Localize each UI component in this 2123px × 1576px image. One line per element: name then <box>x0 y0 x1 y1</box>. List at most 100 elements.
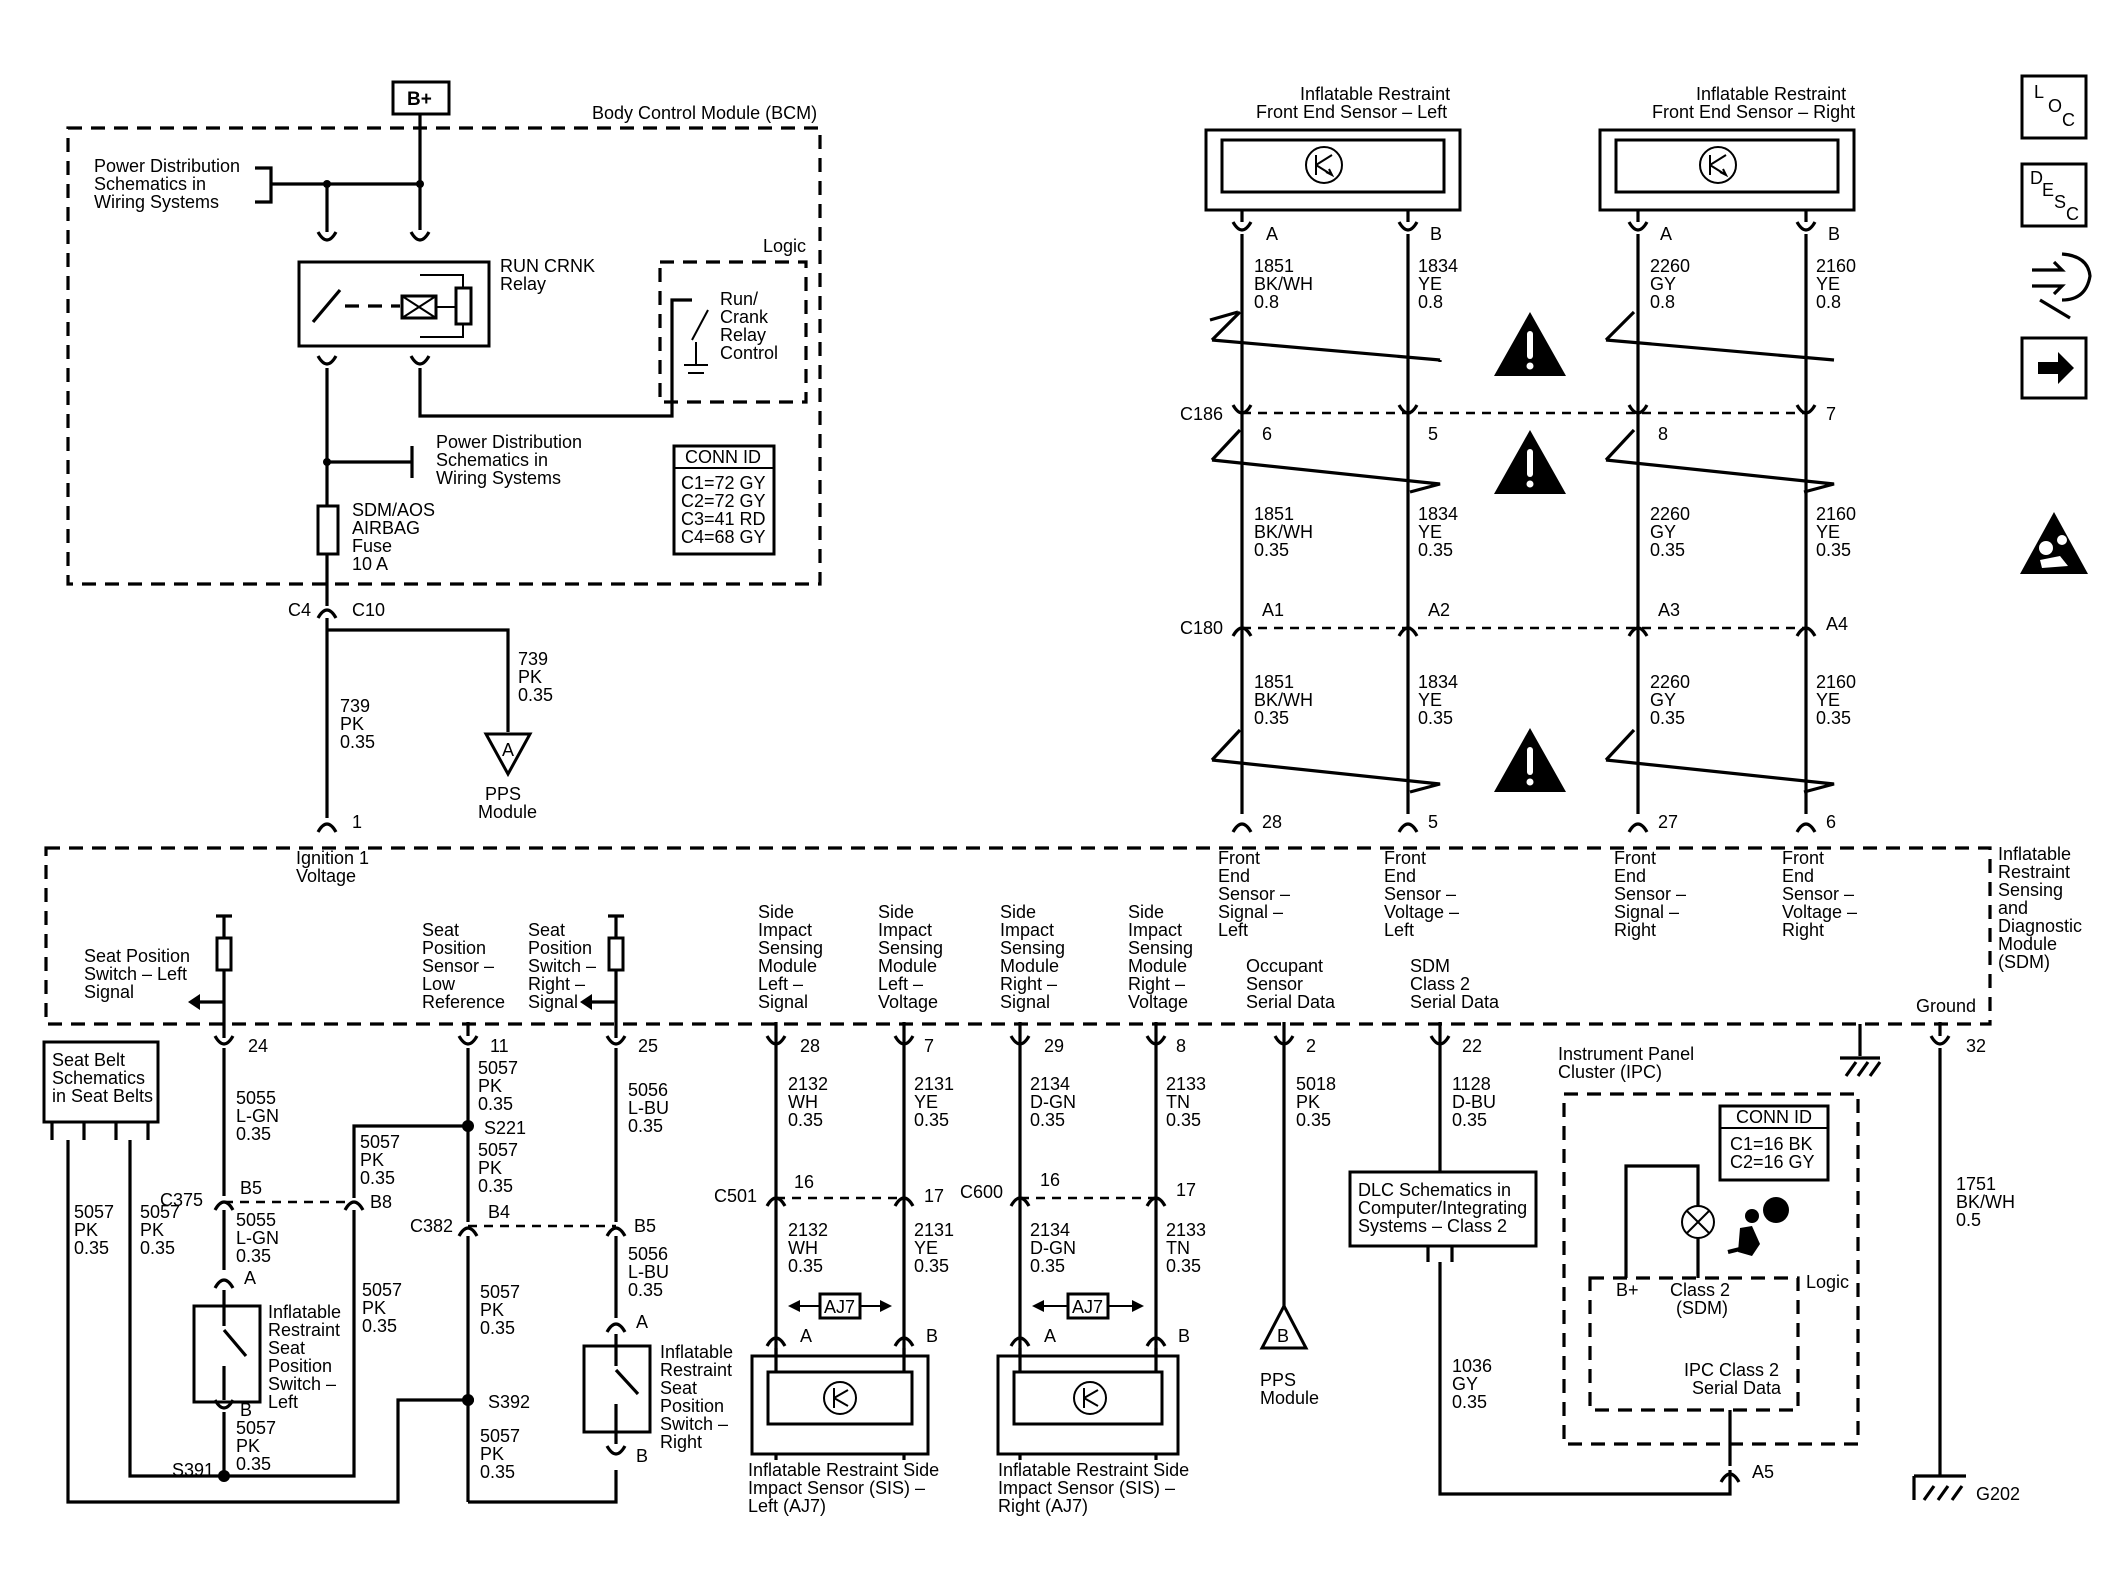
desc-icon[interactable]: D E S C <box>2020 162 2088 228</box>
caution-triangle-icon <box>1494 728 1566 792</box>
diagram-label: A <box>1266 224 1278 244</box>
diagram-label: SDM <box>1410 956 1450 976</box>
diagram-use <box>1231 220 1253 232</box>
diagram-label: 1851 <box>1254 504 1294 524</box>
diagram-label: Sensor – <box>1384 884 1456 904</box>
diagram-label: 2131 <box>914 1074 954 1094</box>
diagram-label: PK <box>518 667 542 687</box>
diagram-label: Wiring Systems <box>94 192 219 212</box>
diagram-label: C3=41 RD <box>681 509 766 529</box>
diagram-label: 5057 <box>362 1280 402 1300</box>
diagram-use <box>213 1278 235 1290</box>
diagram-label: 0.35 <box>1452 1110 1487 1130</box>
diagram-label: 0.35 <box>480 1462 515 1482</box>
diagram-label: Signal <box>84 982 134 1002</box>
diagram-path <box>1624 1164 1700 1278</box>
diagram-label: in Seat Belts <box>52 1086 153 1106</box>
diagram-label: 6 <box>1826 812 1836 832</box>
diagram-path <box>66 1140 474 1504</box>
diagram-label: Module <box>478 802 537 822</box>
diagram-label: D-BU <box>1452 1092 1496 1112</box>
next-arrow-icon[interactable] <box>2020 336 2088 400</box>
diagram-path <box>608 914 624 938</box>
diagram-label: Position <box>268 1356 332 1376</box>
diagram-label: Seat Belt <box>52 1050 125 1070</box>
diagram-label: B5 <box>240 1178 262 1198</box>
diagram-use <box>316 608 338 620</box>
diagram-rect <box>1614 138 1840 194</box>
diagram-label: Seat <box>268 1338 305 1358</box>
diagram-use <box>316 354 338 366</box>
diagram-label: Impact Sensor (SIS) – <box>748 1478 925 1498</box>
diagram-path <box>401 295 437 319</box>
diagram-label: A <box>800 1326 812 1346</box>
connector-test-icon[interactable] <box>2032 252 2092 320</box>
diagram-label: Seat <box>528 920 565 940</box>
diagram-label: Logic <box>763 236 806 256</box>
diagram-label: 0.35 <box>478 1176 513 1196</box>
diagram-label: Sensor – <box>1782 884 1854 904</box>
airbag-person-icon <box>1727 1197 1789 1256</box>
diagram-label: 0.8 <box>1418 292 1443 312</box>
splice-s392 <box>462 1394 474 1406</box>
diagram-label: 5056 <box>628 1244 668 1264</box>
diagram-path <box>1211 458 1441 494</box>
case-ground <box>1840 1024 1882 1077</box>
diagram-circle <box>1699 146 1737 184</box>
diagram-label: 739 <box>518 649 548 669</box>
diagram-label: Right (AJ7) <box>998 1496 1088 1516</box>
diagram-label: 5057 <box>74 1202 114 1222</box>
diagram-label: Power Distribution <box>94 156 240 176</box>
diagram-label: A3 <box>1658 600 1680 620</box>
diagram-label: RUN CRNK <box>500 256 595 276</box>
diagram-label: End <box>1218 866 1250 886</box>
diagram-label: C <box>2062 110 2075 130</box>
diagram-path <box>1709 154 1729 178</box>
diagram-label: Left – <box>878 974 923 994</box>
diagram-rect <box>1220 138 1446 194</box>
diagram-path <box>592 970 618 1004</box>
diagram-label: Right – <box>528 974 585 994</box>
diagram-label: E <box>2042 180 2054 200</box>
bcm-title: Body Control Module (BCM) <box>592 103 817 123</box>
diagram-label: Seat <box>660 1378 697 1398</box>
diagram-label: CONN ID <box>1736 1107 1812 1127</box>
diagram-label: 0.35 <box>1254 708 1289 728</box>
diagram-label: 0.35 <box>1418 708 1453 728</box>
diagram-label: Sensing <box>758 938 823 958</box>
diagram-label: Computer/Integrating <box>1358 1198 1527 1218</box>
bcm-border <box>66 126 822 586</box>
diagram-label: 0.35 <box>1030 1256 1065 1276</box>
diagram-label: 0.35 <box>1296 1110 1331 1130</box>
diagram-rect <box>1012 1370 1164 1426</box>
diagram-label: C4 <box>288 600 311 620</box>
diagram-label: Right <box>1614 920 1656 940</box>
diagram-label: 5055 <box>236 1210 276 1230</box>
aj7-left-marker: AJ7 <box>788 1292 892 1320</box>
airbag-warning-icon[interactable] <box>2020 512 2088 574</box>
diagram-label: (SDM) <box>1998 952 2050 972</box>
diagram-label: Control <box>720 343 778 363</box>
diagram-rect <box>2020 162 2088 228</box>
diagram-label: Restraint <box>660 1360 732 1380</box>
diagram-label: Impact Sensor (SIS) – <box>998 1478 1175 1498</box>
diagram-label: Inflatable Restraint <box>1300 84 1450 104</box>
diagram-label: 29 <box>1044 1036 1064 1056</box>
diagram-label: 24 <box>248 1036 268 1056</box>
diagram-label: Signal <box>1000 992 1050 1012</box>
diagram-label: 2160 <box>1816 256 1856 276</box>
diagram-label: 2260 <box>1650 672 1690 692</box>
diagram-label: Serial Data <box>1246 992 1336 1012</box>
diagram-label: Inflatable Restraint <box>1696 84 1846 104</box>
diagram-label: Impact <box>1000 920 1054 940</box>
diagram-label: Right – <box>1128 974 1185 994</box>
diagram-path <box>1605 758 1835 794</box>
loc-icon[interactable]: L O C <box>2020 74 2088 140</box>
diagram-label: C2=16 GY <box>1730 1152 1815 1172</box>
diagram-label: G202 <box>1976 1484 2020 1504</box>
diagram-label: PK <box>478 1158 502 1178</box>
diagram-label: GY <box>1650 690 1676 710</box>
bplus-label: B+ <box>407 89 432 110</box>
diagram-label: AIRBAG <box>352 518 420 538</box>
